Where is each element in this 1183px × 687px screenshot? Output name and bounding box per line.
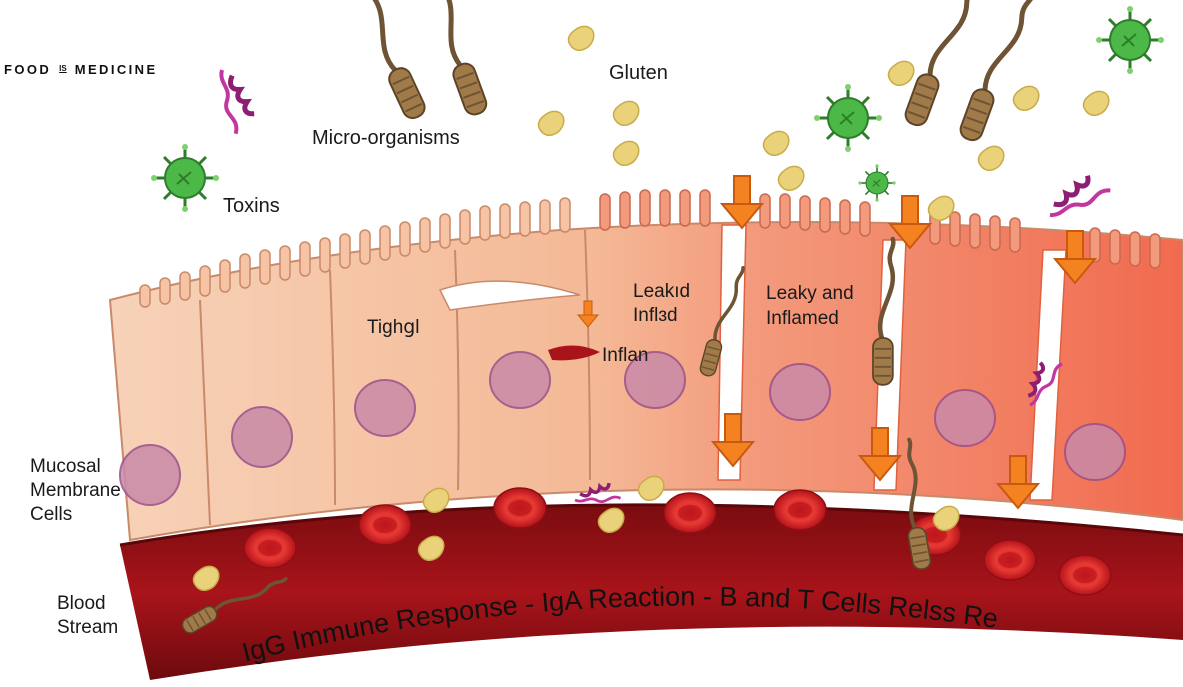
leaky-inflamed-line1: Leaky and — [766, 283, 854, 304]
blood-line1: Blood — [57, 593, 106, 614]
brand-logo: FOOD IS MEDICINE — [4, 62, 158, 77]
blood-line2: Stream — [57, 616, 119, 638]
tight-label: Tighցl — [367, 317, 420, 338]
mucosal-line2: Membrane — [30, 479, 121, 501]
mucosal-line3: Cells — [30, 503, 73, 525]
mucosal-line1: Mucosal — [30, 456, 101, 477]
tight-junction-gap — [438, 280, 581, 311]
gluten-label: Gluten — [609, 62, 668, 84]
brand-part1: FOOD — [4, 62, 52, 77]
micro-organisms-label: Micro-organisms — [312, 127, 460, 149]
inflamed-lesion — [548, 345, 600, 361]
mucosal-membrane-label: Mucosal Membrane Cells — [30, 455, 121, 526]
cell-nuclei — [119, 351, 1126, 506]
microvilli — [139, 197, 571, 308]
leaky-inflamed-line2: Inflamed — [766, 308, 839, 329]
blood-stream-label: Blood Stream — [57, 592, 118, 640]
cell-boundaries — [199, 229, 591, 526]
brand-part-mid: IS — [59, 64, 67, 73]
leaky-inflamed-partial-line2: Inflɜd — [633, 305, 678, 326]
brand-part2: MEDICINE — [74, 62, 158, 77]
toxins-label: Toxins — [223, 195, 280, 217]
leaky-inflamed-partial-line1: Leakıd — [633, 281, 691, 302]
virus-icon — [149, 4, 1166, 214]
inflamed-partial-label: Inflan — [602, 345, 649, 366]
